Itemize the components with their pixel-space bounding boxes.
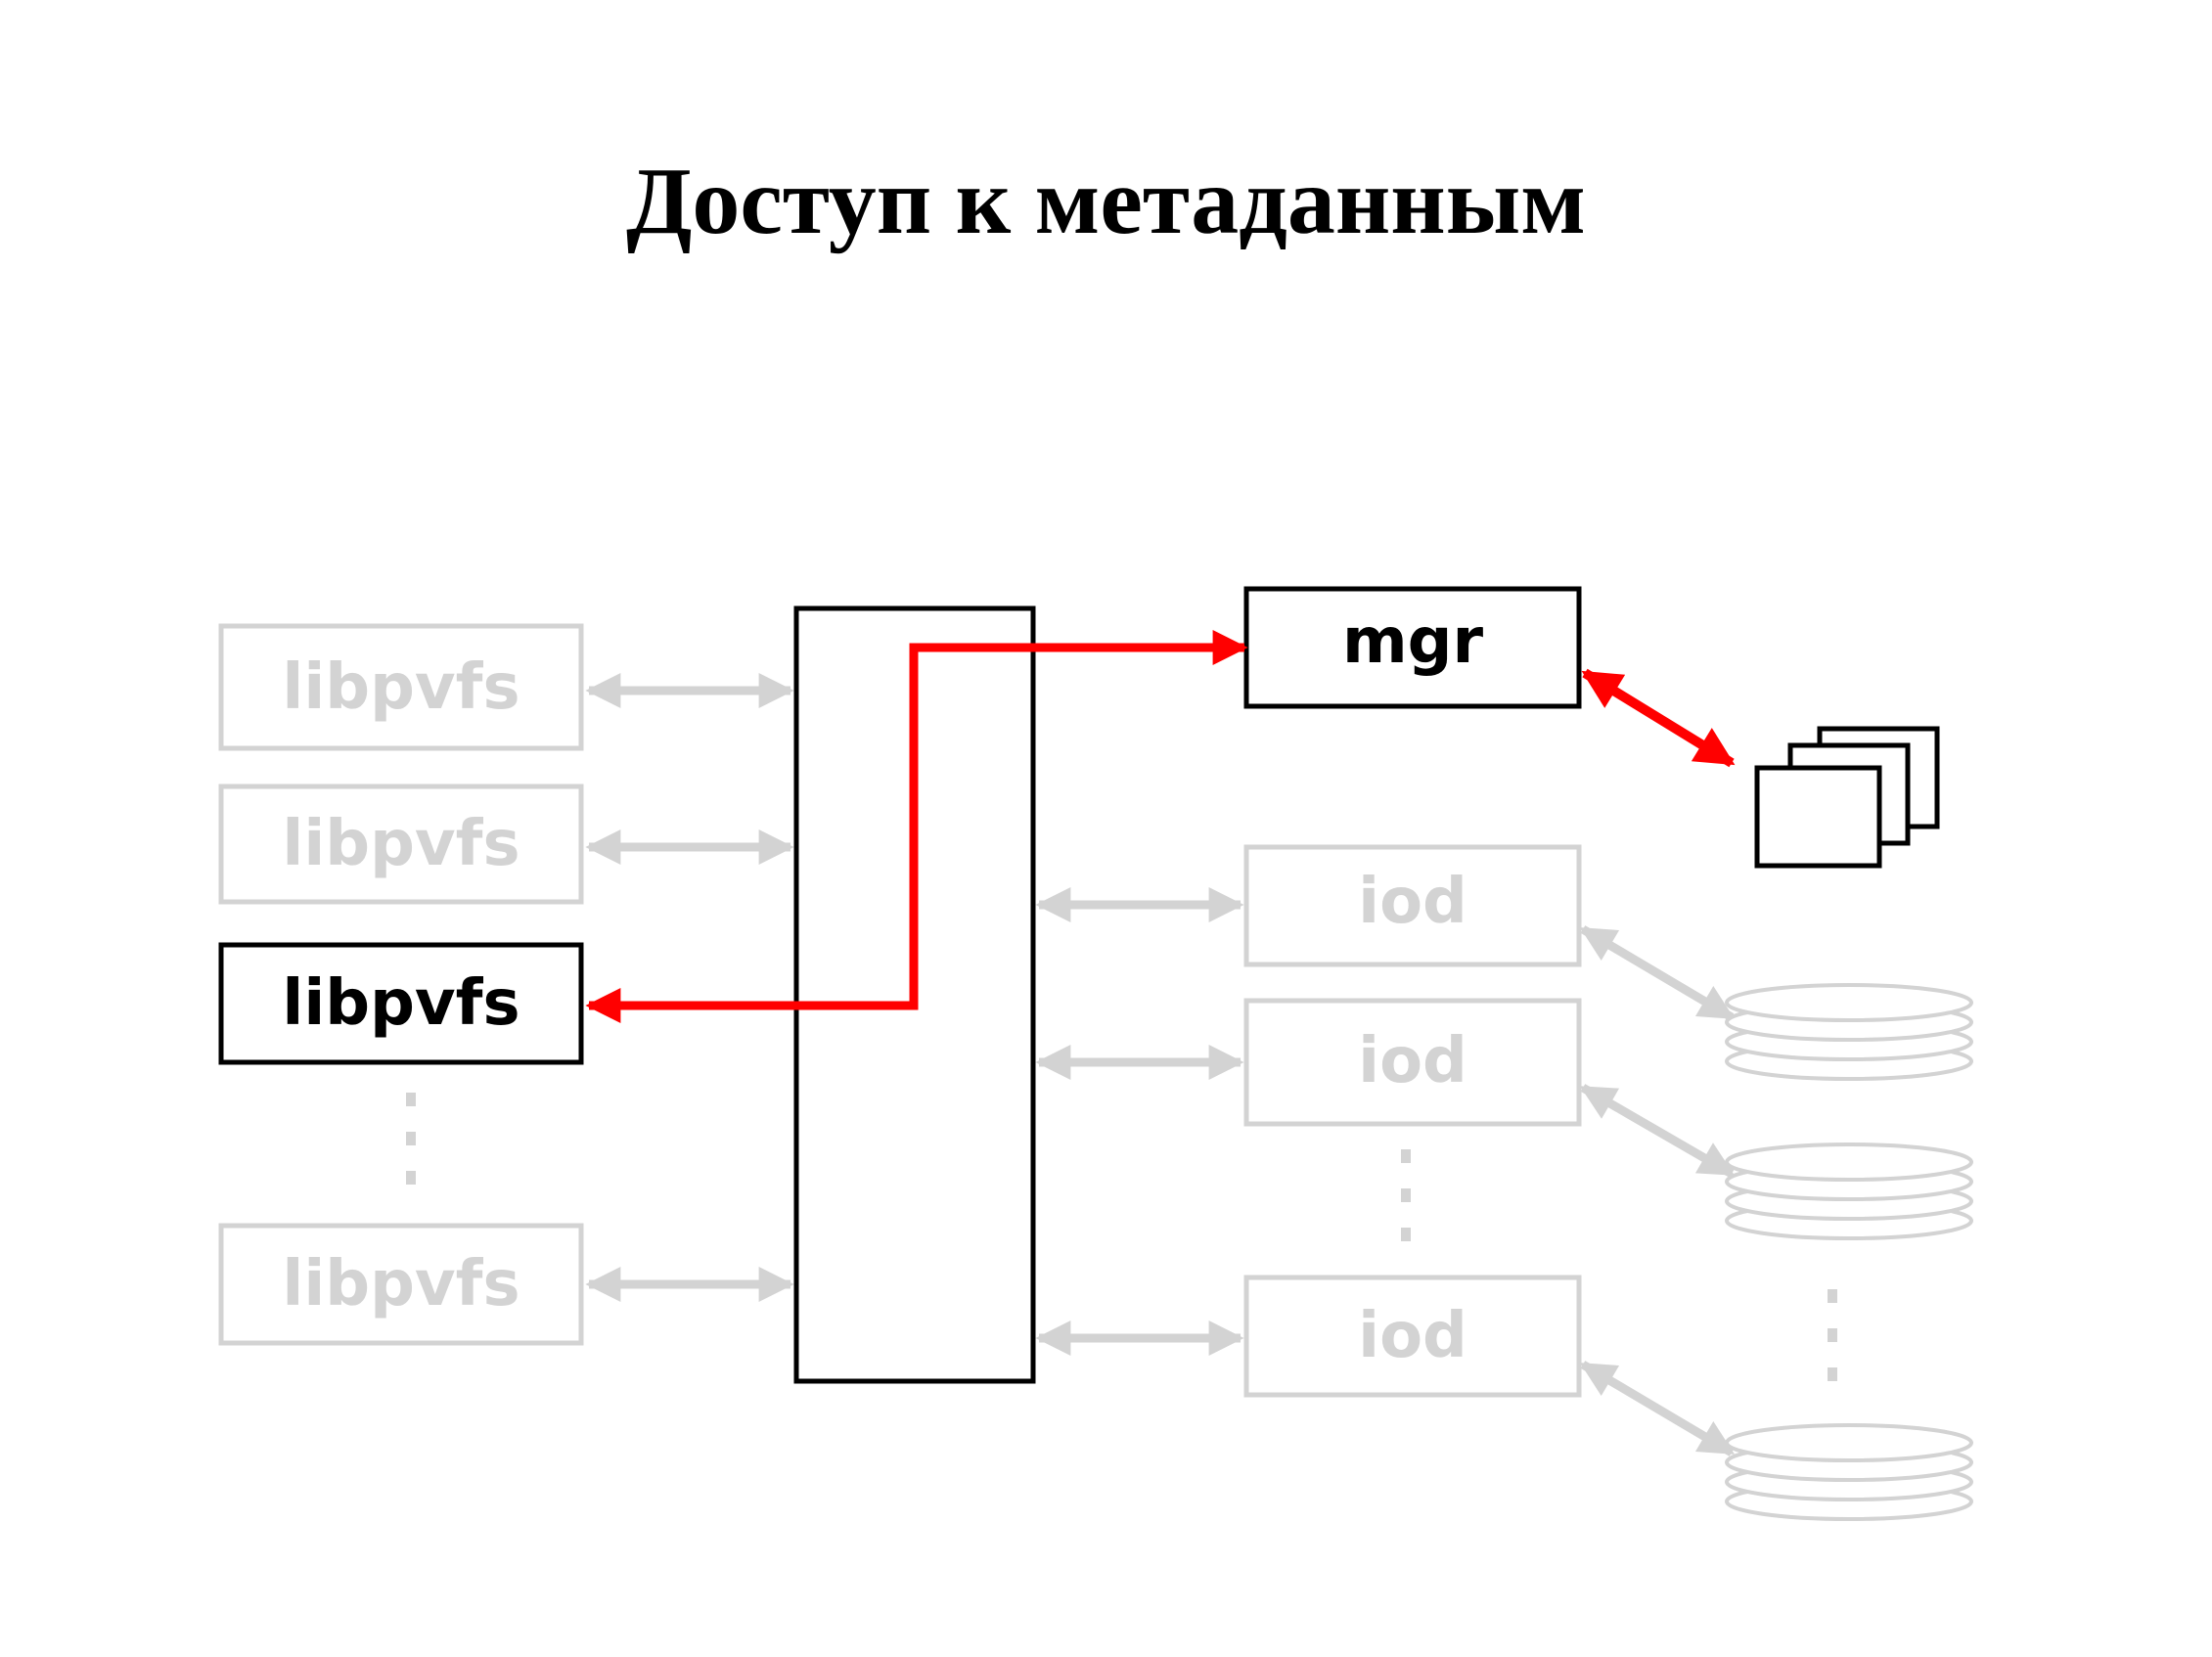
client-4: libpvfs xyxy=(218,1223,584,1346)
iod-1-disk-arrow xyxy=(1579,925,1736,1021)
iod-label: iod xyxy=(1358,1300,1467,1372)
client-box xyxy=(218,784,584,905)
client-3-active: libpvfs xyxy=(218,942,584,1065)
iod-label: iod xyxy=(1358,1025,1467,1097)
iod-2: iod xyxy=(1243,998,1582,1127)
iod-label: iod xyxy=(1358,866,1467,938)
disk-1-icon xyxy=(1725,983,1973,1081)
client-label: libpvfs xyxy=(282,1248,519,1321)
client-box xyxy=(218,1223,584,1346)
iod-box xyxy=(1243,1275,1582,1398)
client-label: libpvfs xyxy=(282,651,519,724)
iod-box xyxy=(1243,998,1582,1127)
disk-3-icon xyxy=(1725,1423,1973,1521)
page-title: Доступ к метаданным xyxy=(625,149,1587,254)
iod-1: iod xyxy=(1243,844,1582,967)
manager-label: mgr xyxy=(1342,605,1484,678)
metadata-files-icon xyxy=(1754,726,1940,869)
iod-3-disk-arrow xyxy=(1579,1361,1736,1456)
client-ellipsis xyxy=(406,1093,416,1185)
iod-ellipsis xyxy=(1401,1149,1411,1241)
client-1: libpvfs xyxy=(218,623,584,751)
iod-2-disk-arrow xyxy=(1579,1084,1736,1178)
manager-storage-arrow xyxy=(1581,668,1736,768)
metadata-request-path xyxy=(585,630,1248,1023)
iod-3: iod xyxy=(1243,1275,1582,1398)
client-box xyxy=(218,942,584,1065)
manager-node: mgr xyxy=(1243,586,1582,709)
client-box xyxy=(218,623,584,751)
disk-ellipsis xyxy=(1828,1289,1837,1381)
iod-box xyxy=(1243,844,1582,967)
client-2: libpvfs xyxy=(218,784,584,905)
client-label: libpvfs xyxy=(282,967,519,1040)
client-label: libpvfs xyxy=(282,808,519,880)
disk-2-icon xyxy=(1725,1142,1973,1240)
